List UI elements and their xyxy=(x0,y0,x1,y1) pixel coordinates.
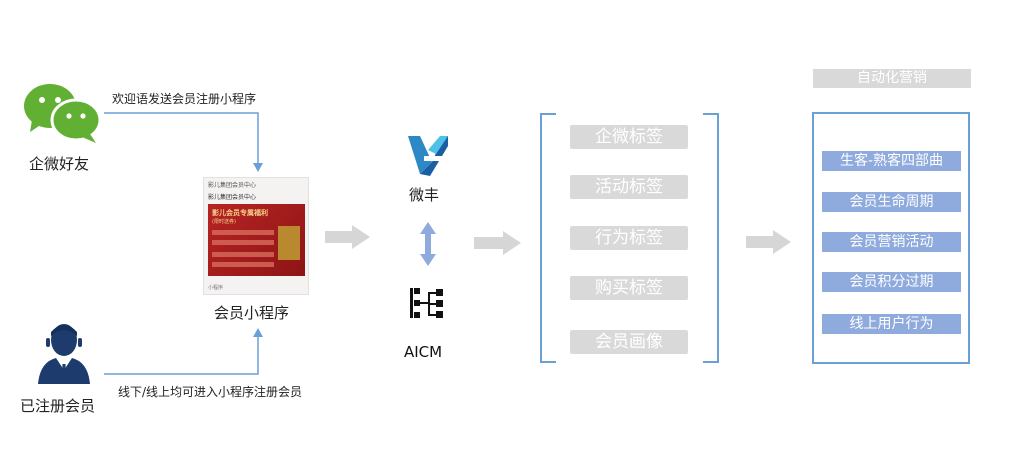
poster-line xyxy=(212,252,274,257)
registered-member-label: 已注册会员 xyxy=(20,397,96,415)
welcome-arrowhead xyxy=(253,163,263,172)
marketing-title: 自动化营销 xyxy=(813,69,971,88)
tag-wecom: 企微标签 xyxy=(570,125,688,149)
arrow-to-platform xyxy=(325,225,370,249)
tag-purchase: 购买标签 xyxy=(570,276,688,300)
poster-subtitle: (限时送券) xyxy=(212,219,236,225)
poster-title: 影儿会员专属福利 xyxy=(212,209,268,217)
gift-box-icon xyxy=(278,226,300,260)
tag-behavior: 行为标签 xyxy=(570,226,688,250)
tag-member-profile: 会员画像 xyxy=(570,330,688,354)
sync-double-arrow xyxy=(420,222,436,266)
offline-text: 线下/线上均可进入小程序注册会员 xyxy=(118,385,303,399)
marketing-item-new-to-regular: 生客-熟客四部曲 xyxy=(822,151,961,171)
arrow-to-tags xyxy=(474,231,521,255)
wechat-friend-label: 企微好友 xyxy=(29,155,90,173)
member-icon xyxy=(38,324,90,384)
tags-bracket-left xyxy=(540,113,556,363)
mini-program-card[interactable]: 影儿集团会员中心 影儿集团会员中心 影儿会员专属福利 (限时送券) 小程序 xyxy=(203,177,309,295)
offline-connector xyxy=(104,335,259,375)
tag-activity: 活动标签 xyxy=(570,175,688,199)
marketing-item-campaign: 会员营销活动 xyxy=(822,232,961,252)
aicm-logo-icon xyxy=(410,288,443,318)
wechat-icon xyxy=(24,84,102,143)
card-poster: 影儿会员专属福利 (限时送券) xyxy=(208,204,305,276)
card-name: 影儿集团会员中心 xyxy=(208,194,257,201)
weifeng-logo-icon xyxy=(408,136,448,176)
marketing-item-online-behavior: 线上用户行为 xyxy=(822,314,961,334)
mini-program-label: 会员小程序 xyxy=(214,304,290,322)
poster-line xyxy=(212,230,274,235)
poster-line xyxy=(212,240,274,245)
weifeng-label: 微丰 xyxy=(409,186,440,204)
arrow-to-marketing xyxy=(746,230,791,254)
marketing-box xyxy=(812,112,970,364)
marketing-item-lifecycle: 会员生命周期 xyxy=(822,192,961,212)
card-footer: 小程序 xyxy=(208,285,224,291)
welcome-connector xyxy=(104,112,259,165)
card-header: 影儿集团会员中心 xyxy=(208,182,257,189)
welcome-text: 欢迎语发送会员注册小程序 xyxy=(112,92,257,106)
aicm-label: AICM xyxy=(404,343,443,361)
poster-line xyxy=(212,262,274,267)
offline-arrowhead xyxy=(253,328,263,337)
tags-bracket-right xyxy=(703,113,719,363)
marketing-item-points-expiry: 会员积分过期 xyxy=(822,272,961,292)
